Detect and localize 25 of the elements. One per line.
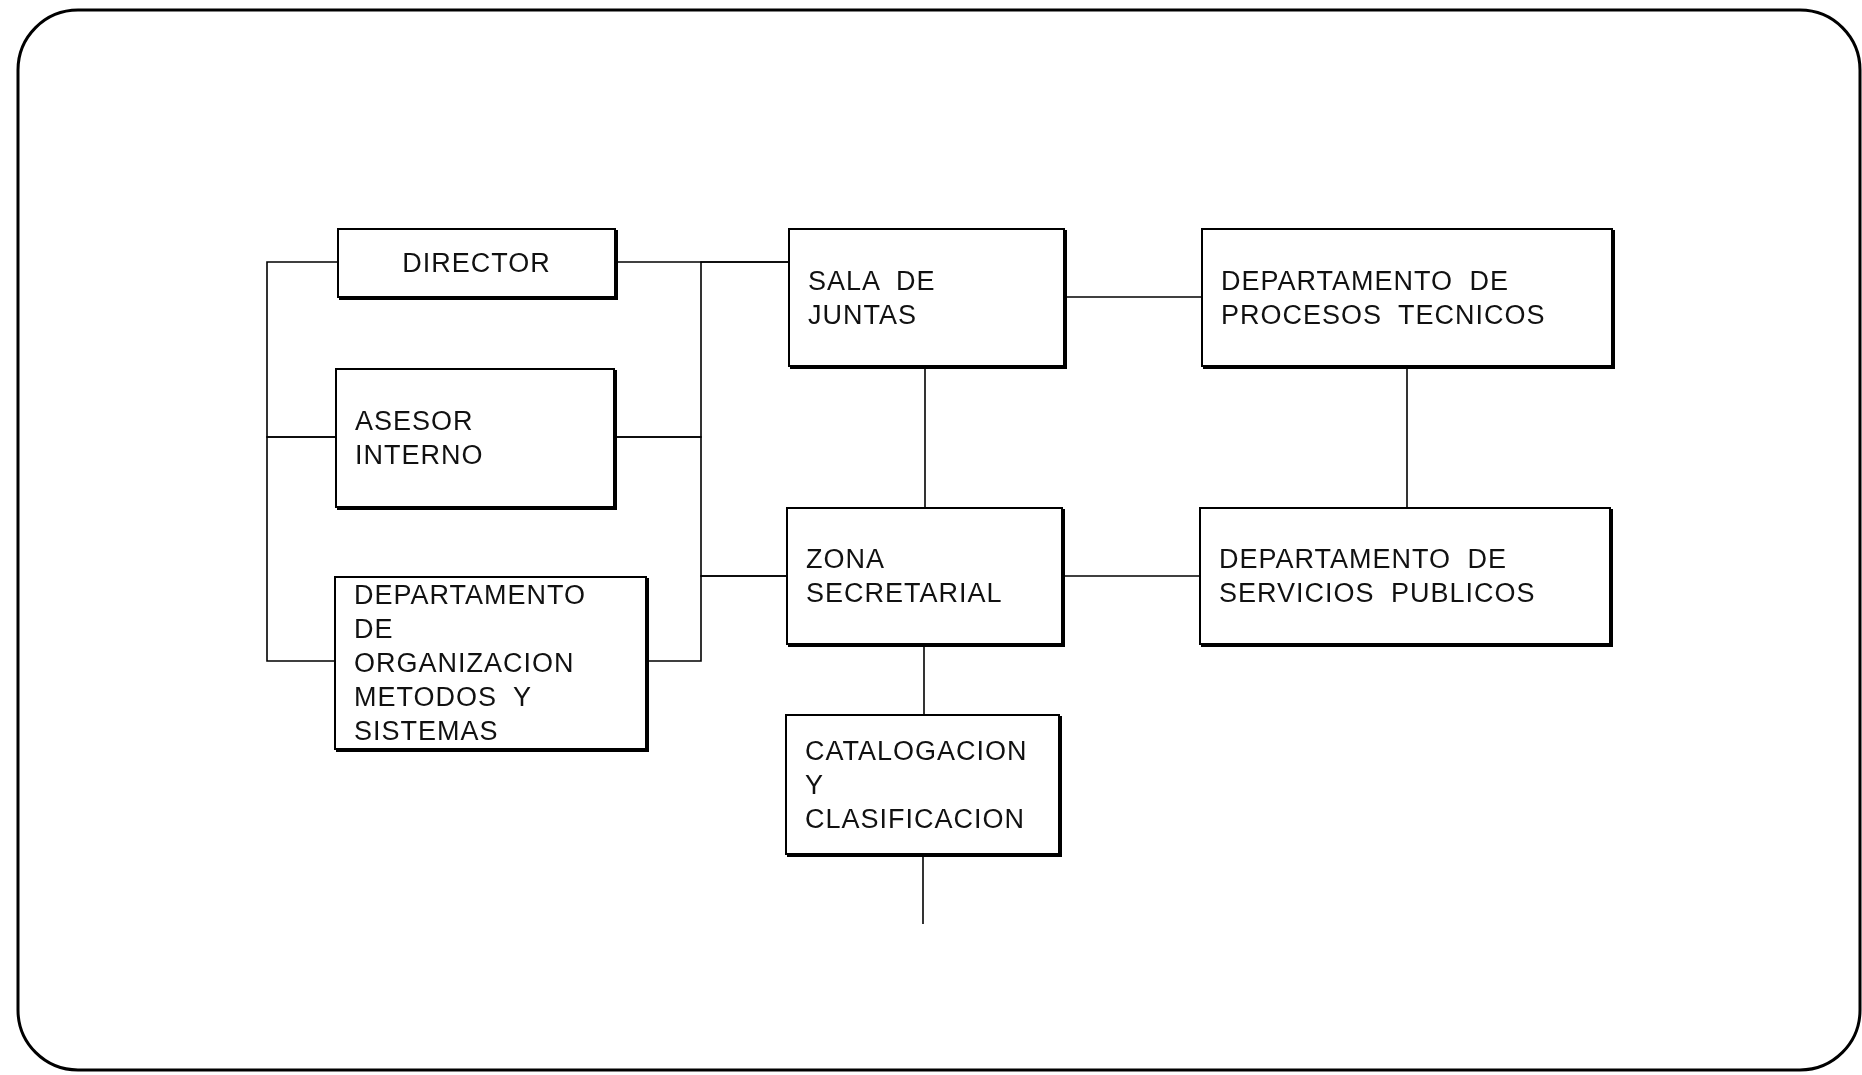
connector-line — [266, 436, 336, 662]
box-label: DEPARTAMENTO DE PROCESOS TECNICOS — [1221, 264, 1547, 332]
connector-line — [922, 854, 924, 925]
org-box — [1199, 507, 1611, 645]
box-label: DEPARTAMENTO DE ORGANIZACION METODOS Y SISTEMAS — [354, 579, 588, 748]
connector-line — [646, 575, 787, 662]
connector-line — [1064, 296, 1202, 298]
org-box — [785, 714, 1060, 855]
connector-line — [1062, 575, 1200, 577]
box-label: SALA DE JUNTAS — [808, 264, 937, 332]
box-label: DEPARTAMENTO DE SERVICIOS PUBLICOS — [1219, 543, 1537, 610]
box-label: ASESOR INTERNO — [355, 405, 485, 472]
box-label: DIRECTOR — [402, 247, 551, 280]
org-box — [786, 507, 1063, 645]
connector-line — [1406, 366, 1408, 508]
box-label: ZONA SECRETARIAL — [806, 543, 1004, 610]
org-box — [337, 228, 616, 298]
connector-line — [266, 261, 338, 438]
org-box — [1201, 228, 1613, 367]
connector-line — [924, 366, 926, 508]
org-box — [335, 368, 615, 508]
org-box — [334, 576, 647, 750]
box-label: CATALOGACION Y CLASIFICACION — [805, 734, 1029, 836]
connector-line — [923, 644, 925, 715]
org-box — [788, 228, 1065, 367]
